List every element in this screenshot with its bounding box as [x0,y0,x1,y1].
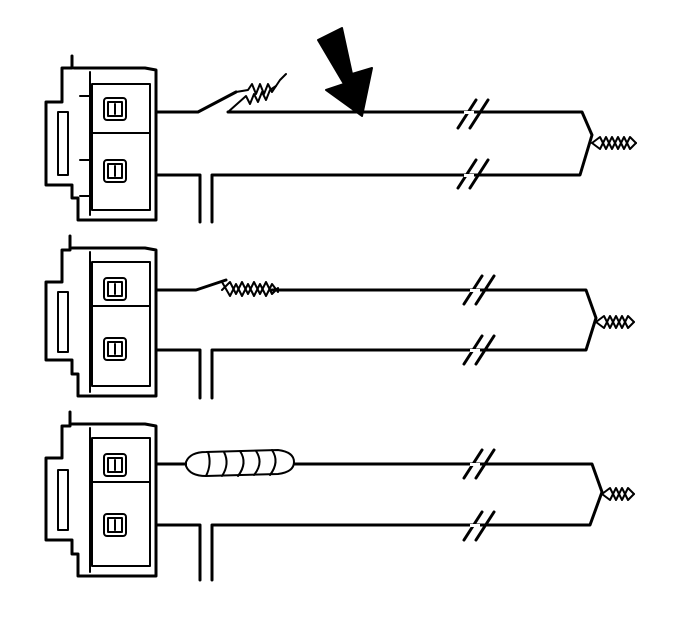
break-mark-icon [462,274,496,366]
stage-2-retwisted [44,234,635,400]
connector-icon [44,410,158,578]
stage-3-taped [44,410,635,582]
callout-arrow-icon [317,27,373,117]
tape-wrap-icon [185,449,295,477]
connector-icon [44,54,158,222]
twisted-wire-icon [221,281,279,297]
stage-1-untwisted [44,54,637,224]
connector-icon [44,234,158,398]
twisted-wire-icon [227,73,287,113]
break-mark-icon [456,98,490,190]
break-mark-icon [462,448,496,542]
